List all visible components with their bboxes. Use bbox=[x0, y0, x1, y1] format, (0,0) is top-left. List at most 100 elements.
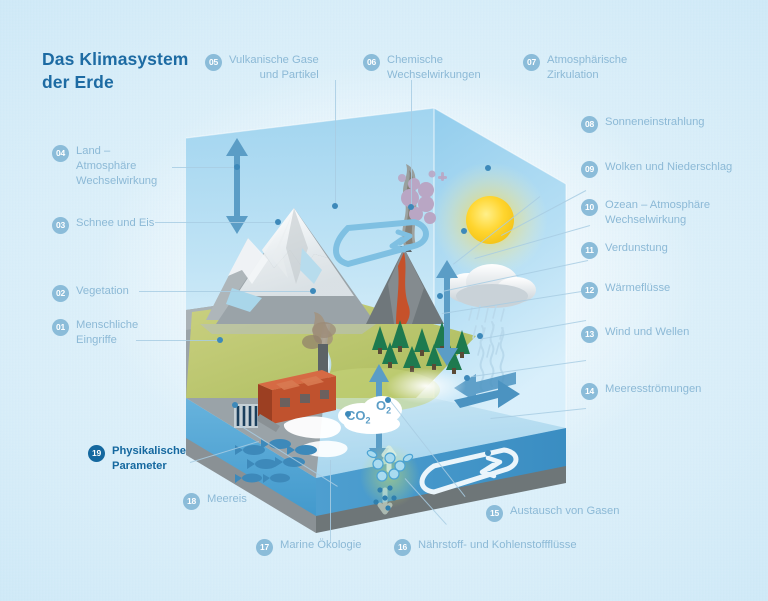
label-badge-10: 10 bbox=[581, 199, 598, 216]
label-text-14: Meeresströmungen bbox=[605, 383, 702, 395]
label-text-06: Chemische Wechselwirkungen bbox=[387, 54, 481, 82]
label-item-03[interactable]: 03 Schnee und Eis bbox=[52, 216, 192, 234]
label-text-07: Atmosphärische Zirkulation bbox=[547, 54, 628, 82]
label-text-08: Sonneneinstrahlung bbox=[605, 116, 705, 128]
connector-06 bbox=[411, 80, 412, 207]
anchor-dot-04 bbox=[234, 164, 240, 170]
label-item-01[interactable]: 01 Menschliche Eingriffe bbox=[52, 318, 172, 348]
anchor-dot-10 bbox=[437, 293, 443, 299]
anchor-dot-06 bbox=[408, 204, 414, 210]
chemistry-loop bbox=[333, 218, 429, 268]
label-text-10: Ozean – Atmosphäre Wechselwirkung bbox=[605, 199, 711, 227]
sea-ice-floes bbox=[283, 416, 348, 458]
o2-label: O2 bbox=[376, 398, 391, 416]
evaporation-mist bbox=[386, 368, 466, 404]
label-item-13[interactable]: 13 Wind und Wellen bbox=[581, 325, 751, 343]
label-badge-08: 08 bbox=[581, 116, 598, 133]
anchor-dot-01 bbox=[217, 337, 223, 343]
label-badge-04: 04 bbox=[52, 145, 69, 162]
label-item-04[interactable]: 04 Land – Atmosphäre Wechselwirkung bbox=[52, 144, 182, 190]
label-text-04: Land – Atmosphäre Wechselwirkung bbox=[76, 145, 158, 188]
label-badge-13: 13 bbox=[581, 326, 598, 343]
label-item-14[interactable]: 14 Meeresströmungen bbox=[581, 382, 761, 400]
anchor-dot-03 bbox=[275, 219, 281, 225]
connector-01 bbox=[136, 340, 222, 341]
label-text-13: Wind und Wellen bbox=[605, 326, 690, 338]
label-badge-18: 18 bbox=[183, 493, 200, 510]
label-badge-15: 15 bbox=[486, 505, 503, 522]
label-item-19[interactable]: 19 Physikalische Parameter bbox=[88, 444, 228, 474]
factory bbox=[256, 312, 336, 432]
label-badge-16: 16 bbox=[394, 539, 411, 556]
climate-system-illustration: CO2 O2 bbox=[176, 98, 576, 533]
label-text-15: Austausch von Gasen bbox=[510, 505, 620, 517]
fish-school bbox=[235, 439, 317, 483]
anchor-dot-18 bbox=[345, 411, 351, 417]
label-item-08[interactable]: 08 Sonneneinstrahlung bbox=[581, 115, 761, 133]
sun bbox=[432, 162, 548, 278]
connector-05 bbox=[335, 80, 336, 206]
anchor-dot-05 bbox=[332, 203, 338, 209]
anchor-dot-13 bbox=[464, 375, 470, 381]
anchor-dot-08 bbox=[485, 165, 491, 171]
label-badge-14: 14 bbox=[581, 383, 598, 400]
anchor-dot-02 bbox=[310, 288, 316, 294]
label-item-06[interactable]: 06 Chemische Wechselwirkungen bbox=[363, 53, 503, 83]
label-text-19: Physikalische Parameter bbox=[112, 445, 187, 473]
gas-exchange-arrow: CO2 O2 bbox=[338, 364, 402, 466]
anchor-dot-15 bbox=[385, 397, 391, 403]
label-text-12: Wärmeflüsse bbox=[605, 282, 671, 294]
mountain-range bbox=[200, 208, 376, 334]
label-badge-05: 05 bbox=[205, 54, 222, 71]
label-badge-09: 09 bbox=[581, 161, 598, 178]
aerosol-particles bbox=[398, 170, 447, 224]
ocean-atmosphere-arrow bbox=[436, 260, 458, 366]
label-text-01: Menschliche Eingriffe bbox=[76, 319, 139, 347]
label-badge-01: 01 bbox=[52, 319, 69, 336]
label-item-17[interactable]: 17 Marine Ökologie bbox=[256, 538, 416, 556]
label-item-07[interactable]: 07 Atmosphärische Zirkulation bbox=[523, 53, 663, 83]
glacier bbox=[226, 248, 322, 312]
label-text-11: Verdunstung bbox=[605, 242, 668, 254]
label-text-03: Schnee und Eis bbox=[76, 217, 155, 229]
anchor-dot-09 bbox=[461, 228, 467, 234]
label-item-16[interactable]: 16 Nährstoff- und Kohlenstoffflüsse bbox=[394, 538, 614, 556]
title-line-2: der Erde bbox=[42, 72, 114, 93]
label-text-16: Nährstoff- und Kohlenstoffflüsse bbox=[418, 539, 577, 551]
label-item-11[interactable]: 11 Verdunstung bbox=[581, 241, 741, 259]
connector-02 bbox=[139, 291, 315, 292]
label-item-02[interactable]: 02 Vegetation bbox=[52, 284, 182, 302]
label-badge-12: 12 bbox=[581, 282, 598, 299]
co2-label: CO2 bbox=[346, 408, 371, 426]
label-badge-02: 02 bbox=[52, 285, 69, 302]
label-badge-11: 11 bbox=[581, 242, 598, 259]
label-badge-07: 07 bbox=[523, 54, 540, 71]
label-item-10[interactable]: 10 Ozean – Atmosphäre Wechselwirkung bbox=[581, 198, 766, 228]
label-text-05: Vulkanische Gase und Partikel bbox=[229, 54, 319, 82]
page-title: Das Klimasystem der Erde bbox=[42, 48, 272, 94]
connector-17 bbox=[330, 460, 331, 542]
label-badge-17: 17 bbox=[256, 539, 273, 556]
ocean-current-loop bbox=[419, 447, 519, 495]
label-item-05[interactable]: 05 Vulkanische Gase und Partikel bbox=[205, 53, 365, 83]
label-item-09[interactable]: 09 Wolken und Niederschlag bbox=[581, 160, 766, 178]
label-text-18: Meereis bbox=[207, 493, 247, 505]
label-text-02: Vegetation bbox=[76, 285, 129, 297]
connector-04 bbox=[172, 167, 238, 168]
anchor-dot-14 bbox=[485, 450, 491, 456]
connector-03 bbox=[155, 222, 280, 223]
title-line-1: Das Klimasystem bbox=[42, 49, 189, 69]
gas-cloud bbox=[338, 396, 402, 434]
label-item-18[interactable]: 18 Meereis bbox=[183, 492, 303, 510]
label-badge-19: 19 bbox=[88, 445, 105, 462]
physical-parameter-gauge bbox=[234, 404, 258, 428]
label-text-17: Marine Ökologie bbox=[280, 539, 362, 551]
label-item-12[interactable]: 12 Wärmeflüsse bbox=[581, 281, 741, 299]
label-item-15[interactable]: 15 Austausch von Gasen bbox=[486, 504, 676, 522]
label-text-09: Wolken und Niederschlag bbox=[605, 161, 733, 173]
anchor-dot-19 bbox=[232, 402, 238, 408]
label-badge-03: 03 bbox=[52, 217, 69, 234]
anchor-dot-12 bbox=[477, 333, 483, 339]
plankton-nutrients bbox=[360, 444, 420, 515]
